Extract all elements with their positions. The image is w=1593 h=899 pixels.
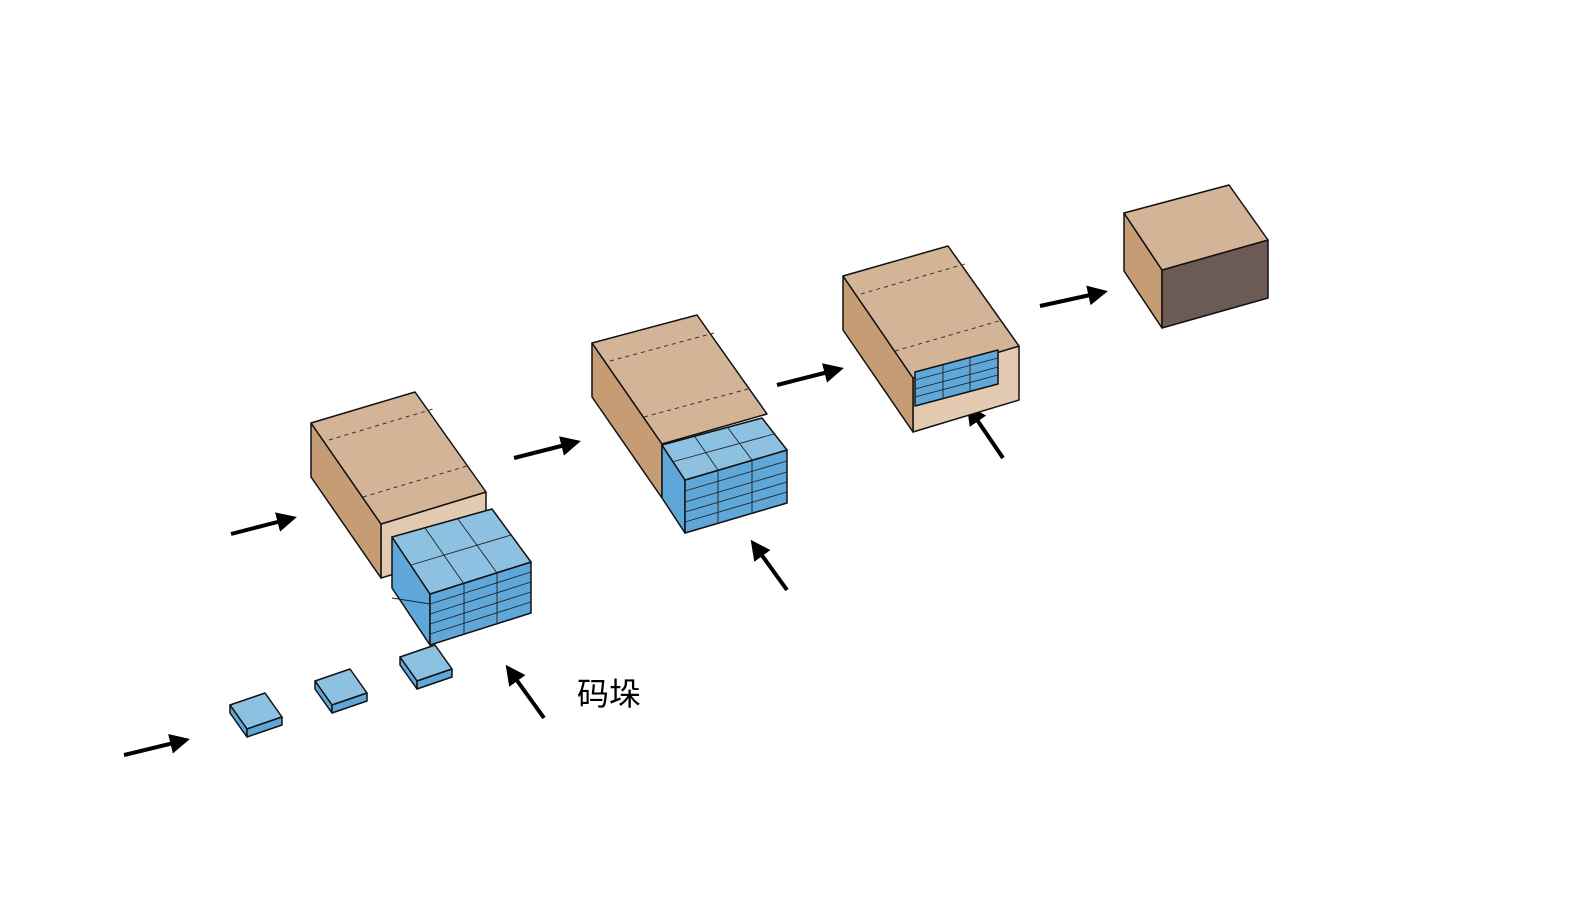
block-stack-2 [661, 417, 788, 534]
box-4-closed [1123, 184, 1269, 329]
arrow-to-step-4 [1039, 285, 1108, 308]
box-2-loading [591, 314, 788, 534]
single-block-3 [399, 644, 453, 690]
arrows [123, 285, 1108, 757]
block-stack-3 [914, 349, 999, 407]
single-blocks [229, 644, 453, 738]
arrow-input-blocks [123, 734, 190, 757]
arrow-into-box-1 [230, 512, 297, 536]
arrow-push-stack-3 [966, 404, 1005, 460]
arrow-to-step-3 [776, 363, 844, 387]
single-block-2 [314, 668, 368, 714]
box-1-open [310, 391, 532, 646]
arrow-push-stack-1 [505, 664, 546, 720]
arrow-to-step-2 [513, 436, 581, 460]
palletizing-label: 码垛 [577, 675, 641, 713]
block-stack-1 [391, 508, 532, 646]
single-block-1 [229, 692, 283, 738]
box-3-loaded [842, 245, 1020, 433]
arrow-push-stack-2 [750, 539, 789, 592]
